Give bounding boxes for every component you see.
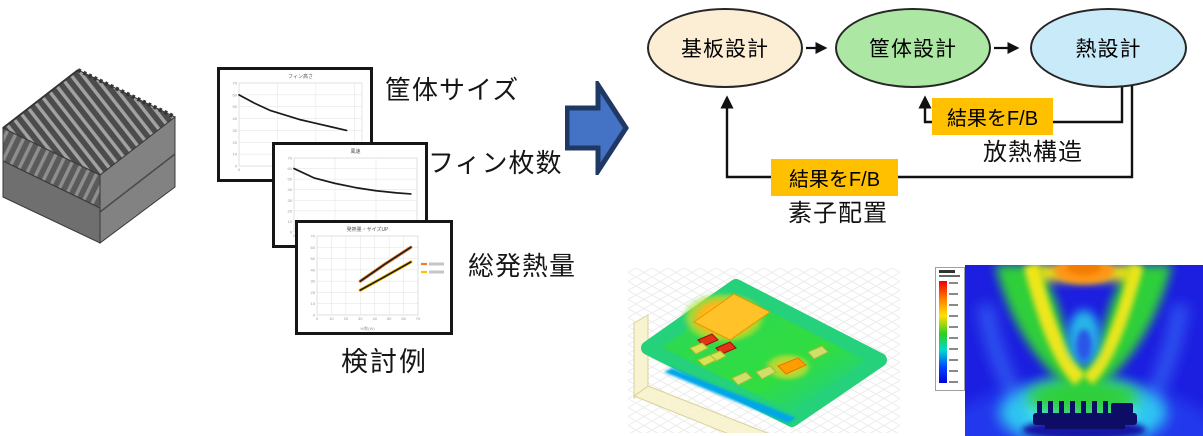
stack-label-total-heat: 総発熱量 (468, 251, 577, 281)
color-scale-bar (939, 281, 947, 383)
heatsink-image (2, 68, 176, 244)
svg-text:70: 70 (288, 156, 293, 161)
svg-text:40: 40 (311, 267, 316, 272)
svg-text:10: 10 (311, 301, 316, 306)
flow-node-board-design: 基板設計 (647, 8, 803, 88)
svg-text:30: 30 (358, 316, 363, 321)
svg-text:0: 0 (290, 230, 293, 235)
stack-label-chassis-size: 筐体サイズ (385, 75, 520, 105)
svg-text:30: 30 (288, 198, 293, 203)
svg-text:30: 30 (311, 279, 316, 284)
feedback-badge-2: 結果をF/B (771, 159, 898, 196)
cfd-plume-field (965, 265, 1203, 436)
feedback-caption-heat-structure: 放熱構造 (983, 139, 1083, 166)
svg-text:0: 0 (238, 167, 241, 172)
svg-text:フィン高さ: フィン高さ (288, 73, 313, 80)
svg-text:10: 10 (329, 316, 334, 321)
color-scale-legend (935, 267, 965, 391)
svg-text:0: 0 (293, 233, 296, 238)
flow-node-thermal-design-label: 熱設計 (1075, 38, 1142, 61)
svg-text:60: 60 (288, 166, 293, 171)
stack-label-fin-count: フィン枚数 (428, 148, 563, 178)
svg-text:風速: 風速 (350, 149, 360, 155)
legend-subtitle-bar (939, 275, 960, 277)
flow-node-enclosure-design: 筐体設計 (835, 8, 991, 88)
svg-text:70: 70 (311, 234, 316, 239)
flow-node-thermal-design: 熱設計 (1030, 8, 1187, 88)
svg-text:40: 40 (233, 116, 238, 121)
svg-text:60: 60 (311, 245, 316, 250)
legend-title-bar (939, 270, 955, 273)
board-thermal-image (628, 268, 900, 433)
svg-text:50: 50 (233, 104, 238, 109)
svg-text:50: 50 (288, 177, 293, 182)
cfd-plume-image (935, 265, 1203, 436)
transition-arrow-icon (565, 81, 629, 175)
flow-node-enclosure-design-label: 筐体設計 (869, 38, 957, 61)
svg-text:40: 40 (372, 316, 377, 321)
stack-caption: 検討例 (341, 347, 428, 377)
feedback-caption-component-placement: 素子配置 (788, 200, 888, 227)
svg-text:0: 0 (313, 313, 316, 318)
feedback-badge-1: 結果をF/B (932, 98, 1053, 135)
svg-text:60: 60 (401, 316, 406, 321)
svg-text:20: 20 (288, 208, 293, 213)
svg-text:40: 40 (288, 187, 293, 192)
svg-text:70: 70 (416, 316, 421, 321)
svg-text:20: 20 (311, 290, 316, 295)
svg-text:10: 10 (288, 219, 293, 224)
heatsink-silhouette (1033, 401, 1137, 429)
svg-text:20: 20 (344, 316, 349, 321)
svg-text:60: 60 (233, 92, 238, 97)
svg-text:30: 30 (233, 128, 238, 133)
svg-text:0: 0 (235, 164, 238, 169)
chart-card-heat-sizeup: 0 10 20 30 40 50 60 70 0 10 20 30 40 50 60 70 発熱量・サイズUP W… (295, 220, 453, 335)
svg-text:20: 20 (233, 140, 238, 145)
flow-node-board-design-label: 基板設計 (681, 38, 769, 61)
svg-text:0: 0 (316, 316, 319, 321)
svg-text:発熱量・サイズUP: 発熱量・サイズUP (347, 226, 389, 233)
svg-text:70: 70 (233, 81, 238, 86)
svg-text:50: 50 (387, 316, 392, 321)
svg-text:W数(W): W数(W) (360, 325, 375, 331)
svg-text:50: 50 (311, 256, 316, 261)
svg-text:10: 10 (233, 152, 238, 157)
